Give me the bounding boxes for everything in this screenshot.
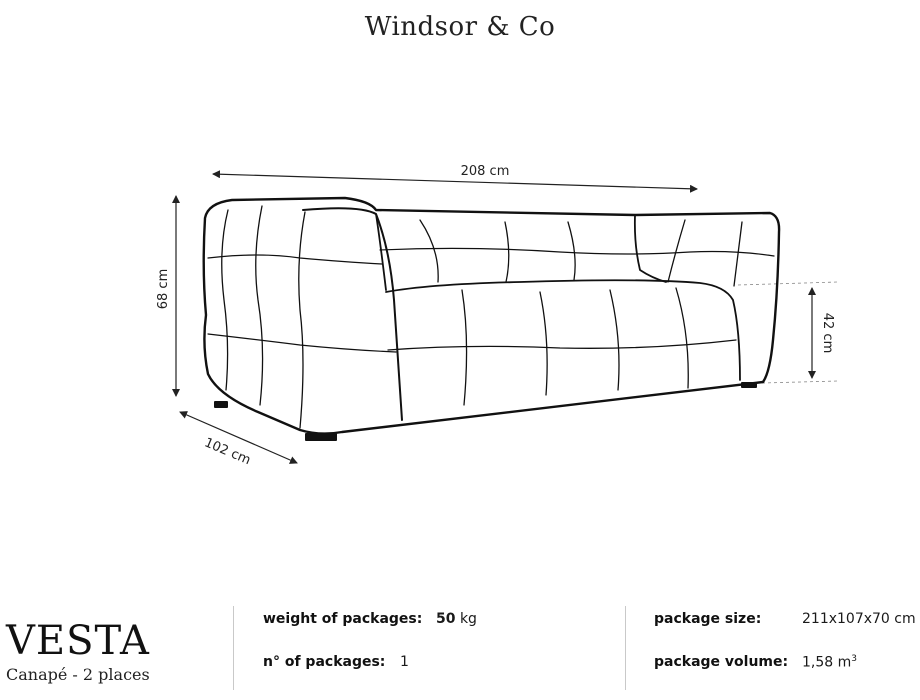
volume-value: 1,58 m [802, 654, 852, 671]
size-label: package size: [654, 611, 762, 627]
spec-divider-left [233, 606, 234, 690]
size-value: 211x107x70 cm [802, 611, 916, 627]
weight-unit: kg [459, 611, 477, 627]
height-dimension: 68 cm [156, 195, 180, 397]
spec-divider-right [625, 606, 626, 690]
sofa-outline [202, 196, 781, 435]
volume-value-group: 1,58 m3 [802, 654, 857, 671]
spec-size: package size: [654, 611, 761, 627]
count-value: 1 [400, 654, 409, 670]
product-subtitle: Canapé - 2 places [6, 665, 150, 684]
sofa-legs [214, 382, 757, 441]
seat-height-dimension: 42 cm [737, 281, 839, 384]
volume-label: package volume: [654, 654, 789, 670]
product-name: VESTA [6, 618, 150, 664]
sofa-technical-drawing: 208 cm 68 cm 102 cm 42 cm [156, 164, 839, 468]
spec-count: n° of packages: [263, 654, 385, 670]
width-label: 208 cm [461, 164, 510, 179]
seat-height-label: 42 cm [820, 313, 835, 354]
weight-value: 50 [436, 611, 456, 627]
brand-logo: Windsor & Co [364, 12, 556, 42]
weight-label: weight of packages: [263, 611, 423, 627]
spec-weight: weight of packages: [263, 611, 422, 627]
width-dimension: 208 cm [212, 164, 698, 193]
volume-superscript: 3 [851, 654, 857, 664]
count-label: n° of packages: [263, 654, 386, 670]
height-label: 68 cm [156, 269, 171, 310]
weight-value-group: 50 kg [436, 611, 477, 627]
spec-volume: package volume: [654, 654, 788, 670]
